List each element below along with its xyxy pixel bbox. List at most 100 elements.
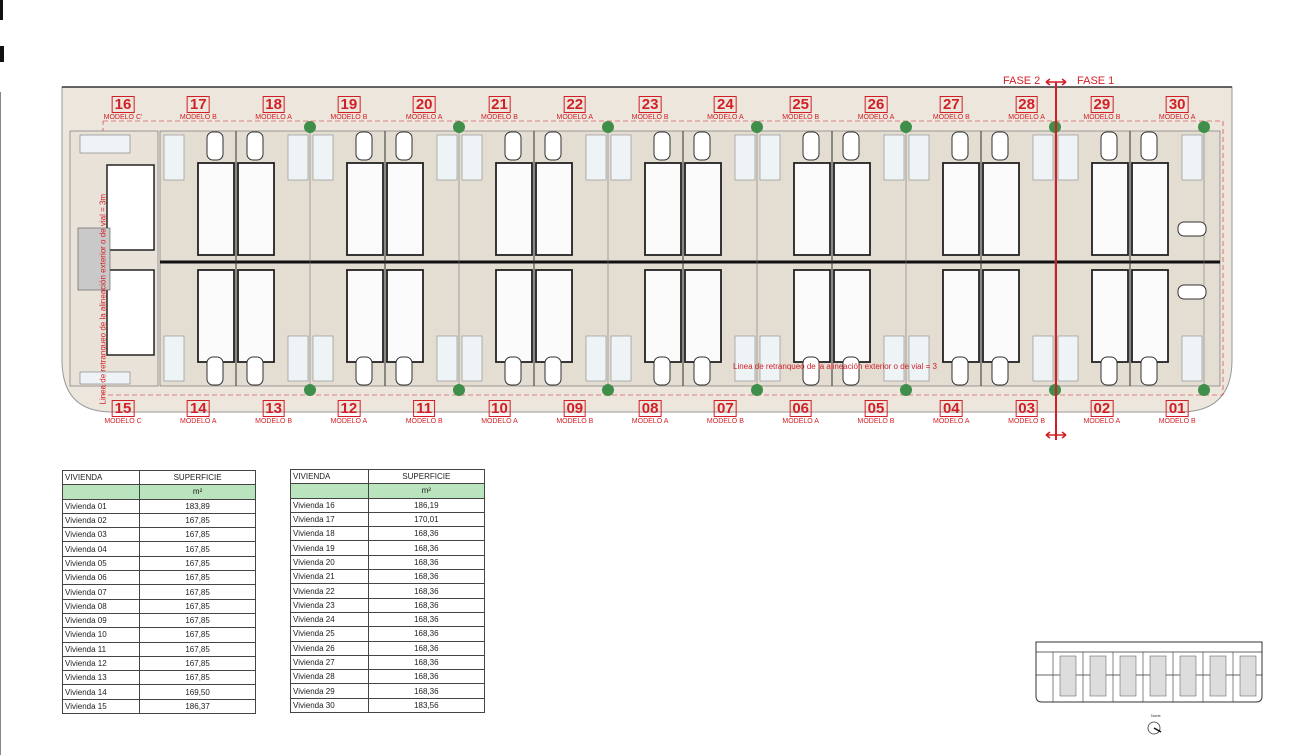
car-icon: [991, 356, 1009, 386]
pool: [585, 335, 607, 382]
car-icon: [951, 356, 969, 386]
car-icon: [246, 131, 264, 161]
vivienda-cell: Vivienda 24: [290, 611, 369, 628]
unit-number-bottom: 06: [789, 400, 813, 417]
superficie-cell: 167,85: [139, 655, 256, 672]
car-icon: [206, 356, 224, 386]
vivienda-cell: Vivienda 01: [61, 498, 141, 514]
unit-number-top: 20: [412, 96, 436, 113]
car-icon: [544, 356, 562, 386]
superficie-cell: 168,36: [367, 540, 486, 556]
vivienda-cell: Vivienda 22: [290, 583, 369, 599]
unit-number-top: 16: [111, 96, 135, 113]
table-row: Vivienda 04 167,85: [61, 541, 256, 557]
vivienda-cell: Vivienda 23: [290, 597, 369, 613]
unit-label: m²: [139, 484, 256, 500]
table-row: Vivienda 06 167,85: [61, 570, 256, 586]
pool: [610, 335, 632, 382]
superficie-cell: 167,85: [139, 512, 256, 529]
tree-icon: [602, 384, 614, 396]
vivienda-cell: Vivienda 16: [290, 497, 369, 513]
car-icon: [693, 131, 711, 161]
vivienda-cell: Vivienda 05: [61, 555, 141, 572]
car-icon: [1140, 131, 1158, 161]
vivienda-cell: Vivienda 20: [290, 554, 369, 571]
header-superficie: SUPERFICIE: [139, 469, 256, 486]
pool: [1032, 134, 1054, 181]
unit-number-top: 19: [337, 96, 361, 113]
car-icon: [504, 356, 522, 386]
superficie-cell: 168,36: [367, 669, 486, 685]
table-row: Vivienda 01 183,89: [61, 498, 256, 514]
unit-model-bottom: MODELO A: [330, 418, 368, 425]
table-row: Vivienda 05 167,85: [61, 555, 256, 572]
superficie-cell: 167,85: [139, 555, 256, 572]
vivienda-cell: Vivienda 07: [61, 584, 141, 600]
unit-model-bottom: MODELO B: [255, 418, 293, 425]
superficie-cell: 167,85: [139, 598, 256, 614]
unit-model-top: MODELO A: [707, 114, 744, 121]
unit-number-top: 28: [1015, 96, 1038, 113]
pool: [908, 335, 930, 382]
unit-number-bottom: 05: [864, 400, 888, 417]
north-label: Norte: [1151, 713, 1161, 718]
pool: [287, 335, 309, 382]
table-header-row: VIVIENDA SUPERFICIE: [290, 468, 486, 485]
tree-icon: [304, 384, 316, 396]
unit-model-top: MODELO B: [1083, 114, 1121, 121]
unit-model-top: MODELO A: [556, 114, 594, 121]
unit-model-bottom: MODELO A: [631, 418, 669, 425]
key-plan-house: [1089, 655, 1107, 697]
unit-model-bottom: MODELO B: [405, 418, 443, 425]
tree-icon: [602, 121, 614, 133]
house: [1131, 269, 1169, 363]
superficie-cell: 167,85: [139, 641, 256, 657]
vivienda-cell: Vivienda 18: [290, 526, 369, 542]
house: [684, 269, 722, 363]
house: [833, 162, 871, 256]
vivienda-cell: Vivienda 29: [290, 683, 369, 699]
vivienda-cell: Vivienda 21: [290, 569, 369, 585]
pool: [759, 335, 781, 382]
car-icon: [395, 356, 413, 386]
vivienda-cell: Vivienda 11: [61, 641, 141, 657]
table-row: Vivienda 23 168,36: [290, 597, 486, 613]
car-icon: [504, 131, 522, 161]
vivienda-cell: Vivienda 02: [61, 512, 141, 529]
table-row: Vivienda 08 167,85: [61, 598, 256, 614]
car-icon: [653, 356, 671, 386]
pool: [312, 335, 334, 382]
unit-model-top: MODELO A: [405, 114, 443, 121]
vivienda-cell: Vivienda 27: [290, 654, 369, 671]
page-edge-mark: [0, 46, 4, 62]
pool: [436, 335, 458, 382]
vivienda-cell: Vivienda 10: [61, 627, 141, 643]
unit-model-top: MODELO B: [932, 114, 970, 121]
house: [386, 269, 424, 363]
table-row: Vivienda 29 168,36: [290, 683, 486, 699]
unit-label: m²: [367, 483, 486, 499]
table-row: Vivienda 30 183,56: [290, 697, 486, 714]
unit-number-top: 30: [1165, 96, 1189, 113]
header-vivienda: VIVIENDA: [61, 469, 141, 486]
house: [535, 162, 573, 256]
table-row: Vivienda 16 186,19: [290, 497, 486, 513]
key-plan-house: [1179, 655, 1197, 697]
table-row: Vivienda 22 168,36: [290, 583, 486, 599]
key-plan-house: [1239, 655, 1257, 697]
pool: [163, 335, 185, 382]
table-row: Vivienda 28 168,36: [290, 669, 486, 685]
table-row: Vivienda 07 167,85: [61, 584, 256, 600]
site-drawing: [61, 78, 1263, 735]
unit-model-top: MODELO A: [857, 114, 895, 121]
pool-west: [79, 371, 131, 385]
house-model-c: [106, 164, 155, 251]
vivienda-cell: Vivienda 30: [290, 697, 369, 714]
superficie-cell: 170,01: [367, 511, 486, 528]
unit-model-bottom: MODELO A: [782, 418, 819, 425]
pool: [1057, 134, 1079, 181]
vivienda-cell: Vivienda 25: [290, 626, 369, 642]
vivienda-cell: Vivienda 08: [61, 598, 141, 614]
house: [644, 269, 682, 363]
superficie-cell: 167,85: [139, 570, 256, 586]
